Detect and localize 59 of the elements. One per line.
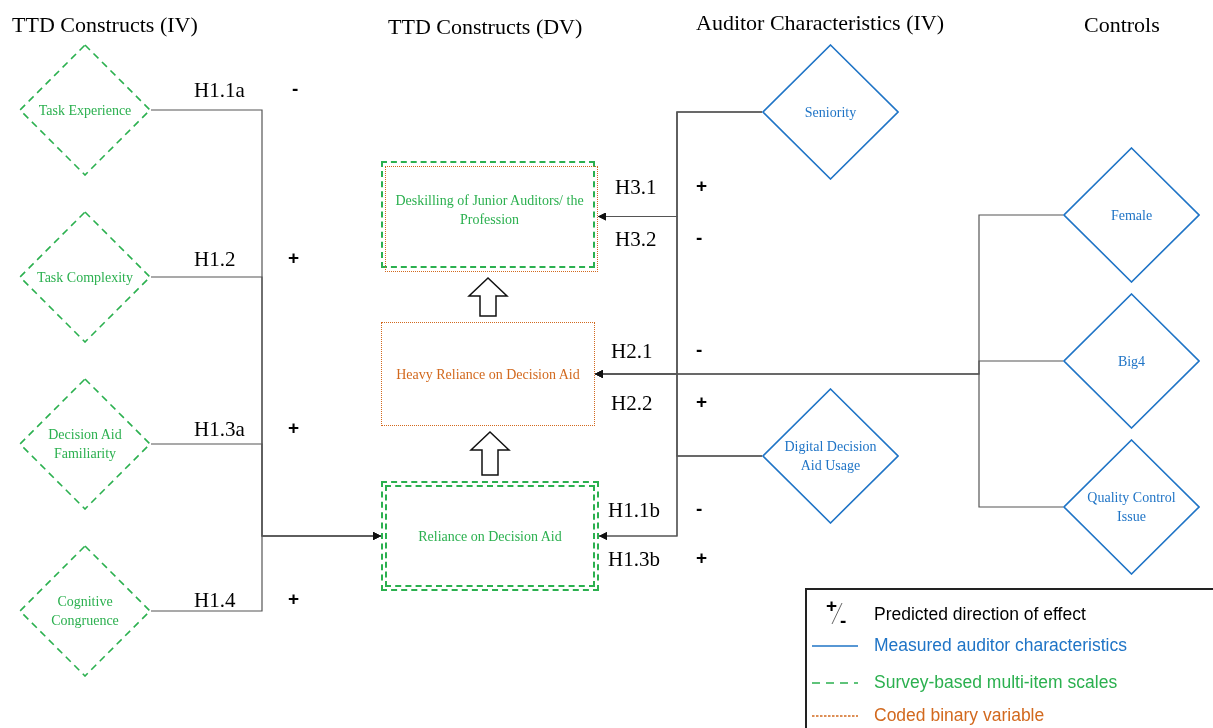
legend-text: Measured auditor characteristics — [874, 634, 1127, 656]
effect-sign: - — [696, 338, 703, 362]
legend-text: Survey-based multi-item scales — [874, 671, 1118, 693]
node-text: Seniority — [804, 103, 857, 122]
variable-box — [381, 481, 599, 591]
connector-arrow — [150, 532, 382, 612]
column-heading: TTD Constructs (DV) — [388, 13, 583, 41]
effect-sign: + — [288, 587, 300, 611]
column-heading: Auditor Characteristics (IV) — [696, 9, 945, 37]
node-text: Cognitive Congruence — [50, 593, 120, 630]
construct-diamond — [762, 388, 899, 524]
block-arrow — [467, 276, 509, 317]
effect-sign: - — [840, 609, 847, 633]
node-text: Reliance on Decision Aid — [418, 527, 562, 546]
hypothesis-label: H1.2 — [194, 246, 236, 272]
effect-sign: + — [696, 174, 708, 198]
column-heading: Controls — [1084, 11, 1160, 39]
node-text: Heavy Reliance on Decision Aid — [396, 365, 580, 384]
node-text: Decision Aid Familiarity — [47, 426, 123, 463]
hypothesis-label: H2.2 — [611, 390, 653, 416]
effect-sign: + — [826, 594, 838, 618]
node-text: Digital Decision Aid Usage — [783, 438, 878, 475]
hypothesis-label: H1.3a — [194, 416, 245, 442]
construct-diamond — [1063, 293, 1200, 429]
hypothesis-label: H1.1b — [608, 497, 660, 523]
block-arrow — [469, 430, 511, 476]
node-text: Deskilling of Junior Auditors/ the Profession — [394, 191, 585, 229]
construct-diamond — [19, 378, 151, 510]
hypothesis-label: H1.1a — [194, 77, 245, 103]
effect-sign: + — [288, 416, 300, 440]
hypothesis-label: H1.3b — [608, 546, 660, 572]
effect-sign: + — [288, 246, 300, 270]
construct-diamond — [762, 44, 899, 180]
variable-box — [381, 161, 598, 272]
node-text: Task Complexity — [37, 268, 133, 287]
effect-sign: - — [696, 226, 703, 250]
effect-sign: + — [696, 546, 708, 570]
construct-diamond — [1063, 439, 1200, 575]
construct-diamond — [1063, 147, 1200, 283]
construct-diamond — [19, 211, 151, 343]
node-text: Task Experience — [38, 101, 132, 120]
hypothesis-label: H2.1 — [611, 338, 653, 364]
hypothesis-label: H3.2 — [615, 226, 657, 252]
effect-sign: - — [292, 77, 299, 101]
legend-text: Predicted direction of effect — [874, 603, 1086, 625]
hypothesis-label: H3.1 — [615, 174, 657, 200]
node-text: Quality Control Issue — [1086, 489, 1177, 526]
legend-text: Coded binary variable — [874, 704, 1045, 726]
connector-arrow — [594, 370, 1064, 508]
column-heading: TTD Constructs (IV) — [12, 11, 198, 39]
construct-diamond — [19, 44, 151, 176]
node-text: Big4 — [1117, 352, 1146, 371]
effect-sign: + — [696, 390, 708, 414]
effect-sign: - — [696, 497, 703, 521]
construct-diamond — [19, 545, 151, 677]
connector-arrow — [598, 455, 763, 540]
hypothesis-label: H1.4 — [194, 587, 236, 613]
node-text: Female — [1110, 206, 1153, 225]
variable-box — [381, 322, 595, 426]
